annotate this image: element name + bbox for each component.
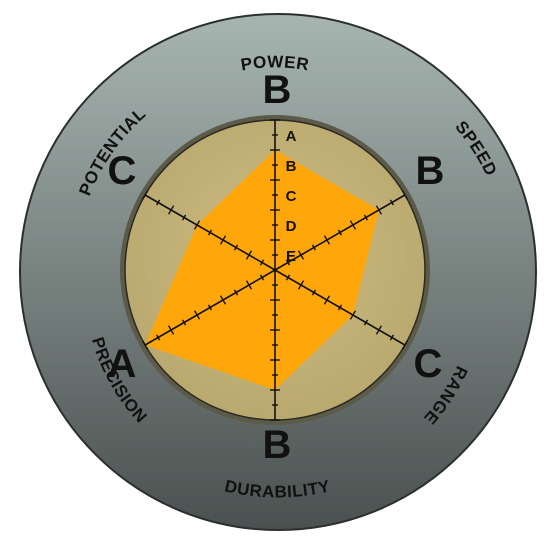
tick-precision-8 <box>167 325 175 335</box>
tick-speed-10 <box>401 190 409 200</box>
grade-precision: A <box>108 342 137 386</box>
tick-potential-8 <box>167 205 175 215</box>
tick-range-9 <box>389 334 395 341</box>
tick-range-4 <box>323 295 331 305</box>
tick-precision-6 <box>193 310 201 320</box>
tick-potential-2 <box>245 250 253 260</box>
tick-range-5 <box>337 304 343 311</box>
tick-range-7 <box>363 319 369 326</box>
scale-label-d: D <box>286 218 297 235</box>
tick-speed-5 <box>337 229 343 236</box>
tick-potential-6 <box>193 220 201 230</box>
tick-potential-10 <box>141 190 149 200</box>
grade-durability: B <box>263 423 292 467</box>
grade-speed: B <box>416 149 445 193</box>
tick-speed-2 <box>297 250 305 260</box>
scale-label-c: C <box>286 188 297 205</box>
tick-potential-5 <box>207 229 213 236</box>
tick-speed-6 <box>349 220 357 230</box>
grade-power: B <box>263 68 292 112</box>
tick-range-8 <box>375 325 383 335</box>
tick-potential-4 <box>219 235 227 245</box>
tick-speed-3 <box>311 244 317 251</box>
tick-precision-2 <box>245 280 253 290</box>
tick-potential-7 <box>181 214 187 221</box>
tick-range-1 <box>285 274 291 281</box>
tick-potential-3 <box>233 244 239 251</box>
tick-range-2 <box>297 280 305 290</box>
grade-range: C <box>414 342 443 386</box>
scale-label-e: E <box>286 248 296 265</box>
tick-precision-1 <box>259 274 265 281</box>
tick-range-6 <box>349 310 357 320</box>
tick-precision-3 <box>233 289 239 296</box>
tick-precision-4 <box>219 295 227 305</box>
tick-potential-1 <box>259 259 265 266</box>
scale-label-a: A <box>286 128 297 145</box>
tick-potential-9 <box>155 199 161 206</box>
tick-speed-8 <box>375 205 383 215</box>
tick-speed-1 <box>285 259 291 266</box>
tick-speed-9 <box>389 199 395 206</box>
tick-precision-5 <box>207 304 213 311</box>
tick-speed-7 <box>363 214 369 221</box>
grade-potential: C <box>108 149 137 193</box>
tick-precision-7 <box>181 319 187 326</box>
tick-precision-9 <box>155 334 161 341</box>
radar-spokes <box>141 119 409 421</box>
tick-range-10 <box>401 340 409 350</box>
tick-speed-4 <box>323 235 331 245</box>
tick-range-3 <box>311 289 317 296</box>
tick-precision-10 <box>141 340 149 350</box>
axis-label-power: POWER <box>239 52 310 74</box>
scale-label-b: B <box>286 158 297 175</box>
stat-value-area <box>145 150 379 390</box>
